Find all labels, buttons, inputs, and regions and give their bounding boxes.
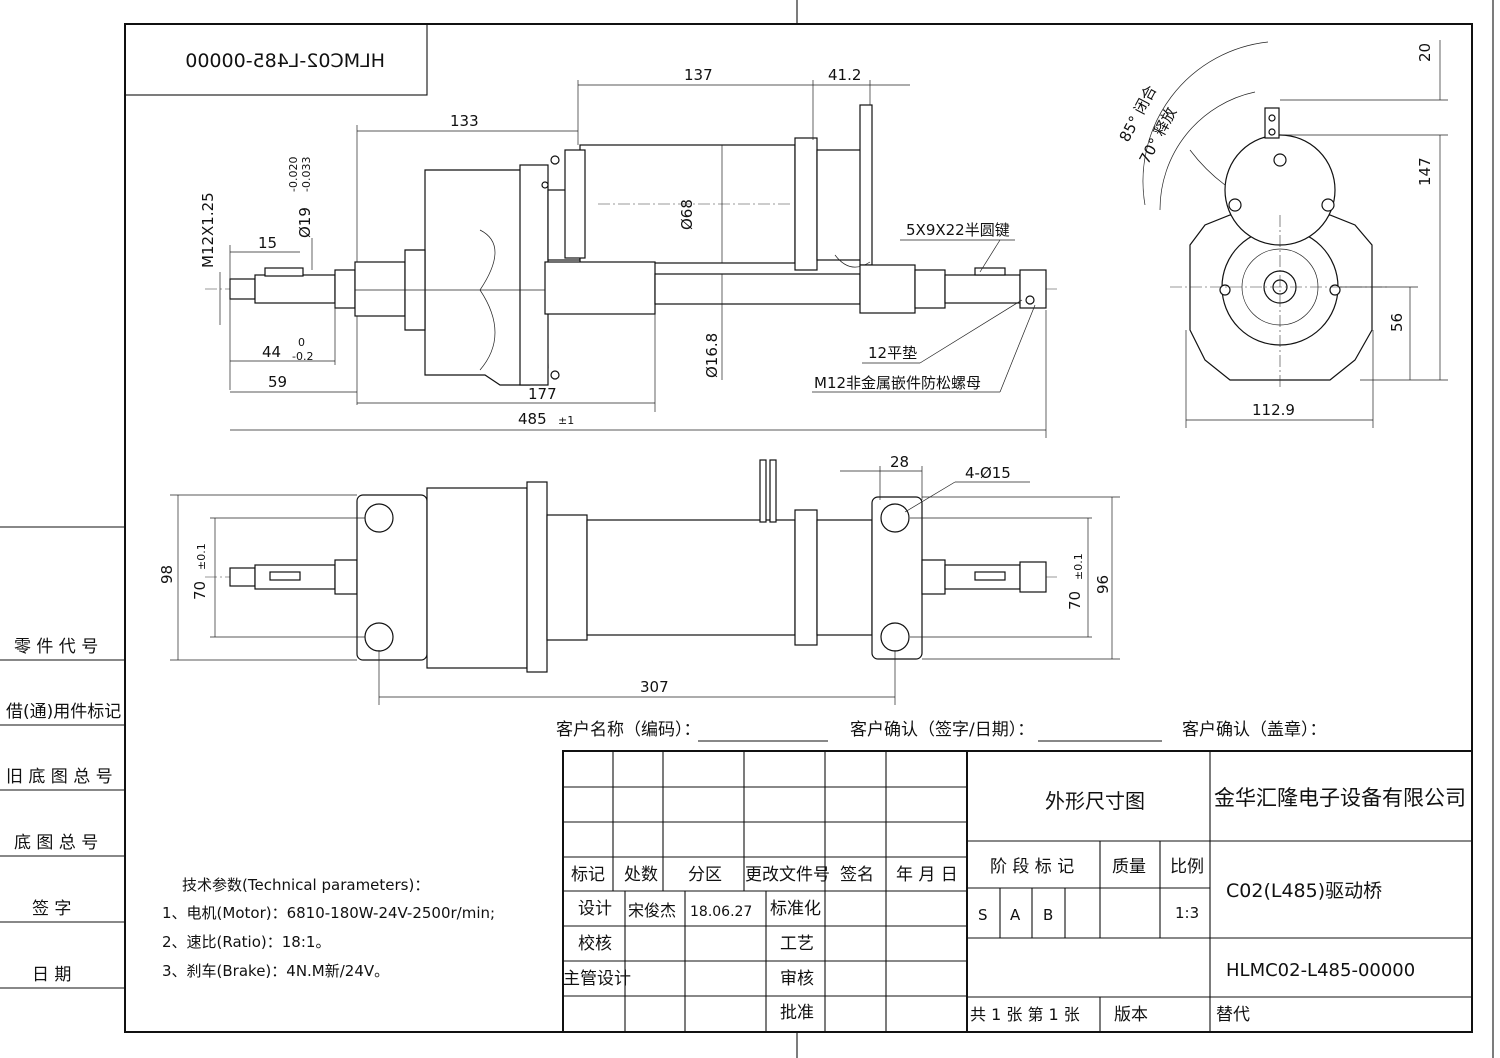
tech-title: 技术参数(Technical parameters)： — [182, 876, 429, 894]
tb-stage-b: B — [1043, 906, 1053, 924]
end-view-dimensions — [1185, 40, 1448, 428]
side-view-dimensions — [219, 80, 1047, 438]
tb-check: 校核 — [578, 934, 612, 954]
end-view-drawing — [1142, 41, 1390, 390]
tech-line-3: 3、刹车(Brake)：4N.M新/24V。 — [162, 962, 389, 980]
tb-h-zone: 分区 — [688, 865, 722, 885]
tb-company: 金华汇隆电子设备有限公司 — [1214, 786, 1466, 810]
mirrored-drawing-code: HLMC02-L485-00000 — [185, 50, 385, 72]
tb-design: 设计 — [578, 899, 612, 919]
tb-h-sign: 签名 — [840, 865, 874, 885]
tb-version: 版本 — [1114, 1005, 1148, 1025]
customer-name-label: 客户名称（编码）： — [556, 720, 701, 740]
dim-137: 137 — [684, 66, 713, 84]
dim-112-9: 112.9 — [1252, 401, 1295, 419]
left-column-table — [0, 526, 125, 989]
tb-sheets: 共 1 张 第 1 张 — [970, 1005, 1080, 1024]
dim-96: 96 — [1094, 575, 1112, 594]
dim-177: 177 — [528, 385, 557, 403]
tb-process: 工艺 — [780, 934, 814, 954]
dim-phi16-8: Ø16.8 — [703, 333, 721, 378]
dim-tol70b: ±0.1 — [1072, 553, 1085, 580]
dim-70a: 70 — [191, 581, 209, 600]
dim-70b: 70 — [1066, 591, 1084, 610]
tech-line-1: 1、电机(Motor)：6810-180W-24V-2500r/min; — [162, 904, 495, 922]
dim-485: 485 — [518, 410, 547, 428]
tb-product: C02(L485)驱动桥 — [1226, 880, 1382, 902]
tb-scale-label: 比例 — [1170, 857, 1204, 877]
dim-133: 133 — [450, 112, 479, 130]
left-old-total: 旧 底 图 总 号 — [6, 767, 113, 787]
tb-h-count: 处数 — [624, 865, 658, 885]
tb-h-doc: 更改文件号 — [745, 865, 830, 885]
dim-98: 98 — [158, 565, 176, 584]
plan-view-drawing — [205, 459, 1060, 673]
dim-59: 59 — [268, 373, 287, 391]
left-total: 底 图 总 号 — [14, 833, 98, 853]
tb-stage-a: A — [1010, 906, 1021, 924]
tb-std: 标准化 — [770, 899, 821, 919]
tb-review: 审核 — [780, 969, 814, 989]
dim-key: 5X9X22半圆键 — [906, 221, 1010, 239]
dim-tol19-lo: -0.033 — [300, 157, 313, 192]
left-part-code: 零 件 代 号 — [14, 637, 98, 657]
dim-41-2: 41.2 — [828, 66, 861, 84]
tb-designer: 宋俊杰 — [628, 901, 676, 920]
dim-washer: 12平垫 — [868, 344, 917, 362]
dim-holes: 4-Ø15 — [965, 464, 1011, 482]
tb-h-date: 年 月 日 — [896, 865, 958, 885]
dim-28: 28 — [890, 453, 909, 471]
tb-stage-s: S — [978, 906, 988, 924]
dim-phi68: Ø68 — [678, 199, 696, 230]
left-borrow-mark: 借(通)用件标记 — [6, 702, 121, 722]
dim-15: 15 — [258, 234, 277, 252]
dim-tol44-lo: -0.2 — [292, 350, 313, 363]
left-date: 日 期 — [32, 965, 71, 985]
dim-m12: M12X1.25 — [199, 192, 217, 268]
tb-mass-label: 质量 — [1112, 857, 1146, 877]
tb-h-mark: 标记 — [571, 865, 605, 885]
dim-56: 56 — [1388, 313, 1406, 332]
customer-confirm-label: 客户确认（签字/日期）： — [850, 720, 1034, 740]
tb-approve: 批准 — [780, 1003, 814, 1023]
left-sign: 签 字 — [32, 899, 71, 919]
plan-view-dimensions — [170, 466, 1120, 705]
dim-tol44-hi: 0 — [298, 336, 305, 349]
dim-307: 307 — [640, 678, 669, 696]
dim-44: 44 — [262, 343, 281, 361]
side-view-drawing — [205, 104, 1060, 386]
dim-nut: M12非金属嵌件防松螺母 — [814, 374, 981, 392]
dim-tol19-hi: -0.020 — [287, 157, 300, 192]
dim-tol485: ±1 — [558, 414, 574, 427]
tb-drawing-title: 外形尺寸图 — [1045, 789, 1145, 813]
title-block-grid — [562, 750, 1473, 1033]
tb-chief: 主管设计 — [563, 969, 631, 989]
dim-phi19: Ø19 — [296, 207, 314, 238]
dim-tol70a: ±0.1 — [195, 543, 208, 570]
tb-design-date: 18.06.27 — [690, 904, 752, 920]
tb-replace: 替代 — [1216, 1005, 1250, 1025]
tb-drawing-no: HLMC02-L485-00000 — [1226, 960, 1415, 981]
dim-20: 20 — [1416, 43, 1434, 62]
tech-line-2: 2、速比(Ratio)：18:1。 — [162, 933, 330, 951]
customer-seal-label: 客户确认（盖章）： — [1182, 720, 1327, 740]
tb-stage-label: 阶 段 标 记 — [990, 857, 1074, 877]
dim-147: 147 — [1416, 157, 1434, 186]
tb-scale: 1:3 — [1175, 904, 1199, 922]
